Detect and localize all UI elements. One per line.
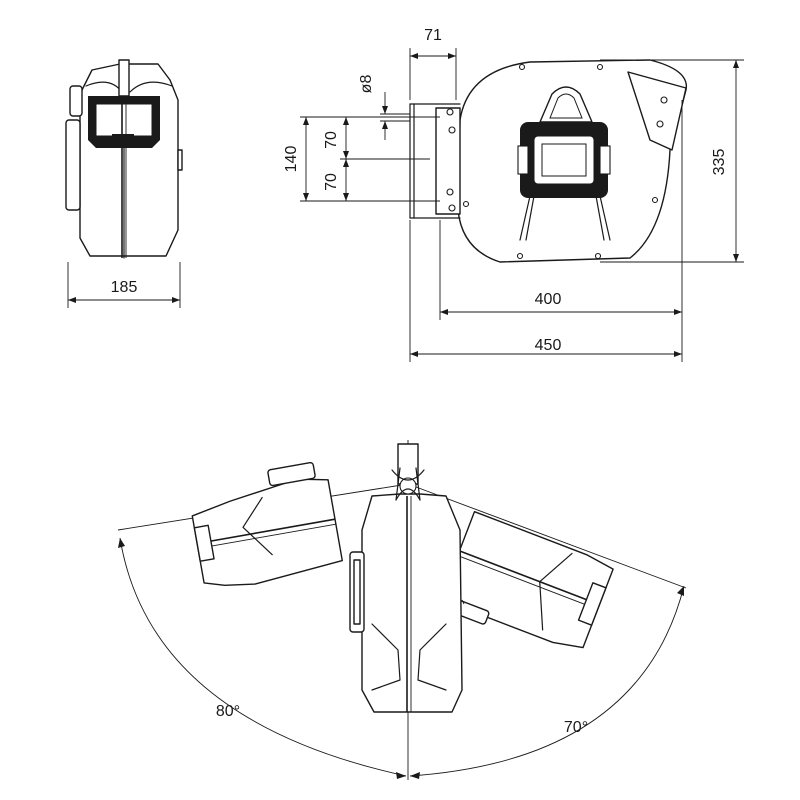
dim-335-label: 335 [711,149,728,176]
unit-swung-left [191,461,343,587]
dim-400-label: 400 [535,291,562,308]
angle-70-label: 70° [564,719,588,736]
dim-185-label: 185 [111,279,138,296]
arc-right [409,585,685,777]
arc-left [119,537,407,777]
dim-height: 335 [600,59,744,263]
front-view [409,59,688,263]
dim-o8-label: ø8 [358,75,375,94]
dim-450-label: 450 [535,337,562,354]
dim-71-label: 71 [424,27,442,44]
unit-center [349,443,465,713]
dim-bolt-diameter: ø8 [358,75,410,140]
angle-80-label: 80° [216,703,240,720]
dim-hole-spacing: 140 70 70 [283,116,440,202]
dim-140-label: 140 [283,146,300,173]
dim-overall-length: 450 [409,220,682,362]
dim-body-length: 400 [439,100,683,362]
dim-70-lower-label: 70 [323,173,340,191]
unit-swung-right [442,510,614,649]
dim-70-upper-label: 70 [323,131,340,149]
side-view [65,59,183,259]
dim-bracket-width: 71 [409,27,457,100]
dim-side-width: 185 [67,262,181,308]
swing-view: 80° 70° [117,440,687,780]
